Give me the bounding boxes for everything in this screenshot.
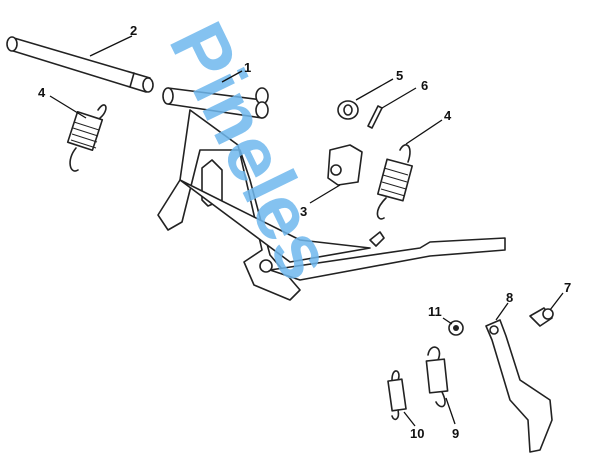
- watermark: Pineles: [153, 9, 352, 293]
- part-6-cotter-pin: [367, 105, 383, 129]
- svg-text:Pineles: Pineles: [153, 9, 352, 293]
- part-5-washer: [337, 100, 359, 120]
- part-2-pivot-shaft: [6, 36, 154, 93]
- part-4-spring-left: [66, 104, 107, 172]
- label-2: 2: [130, 23, 137, 38]
- leader-lines: [49, 35, 564, 427]
- part-10-spring: [387, 370, 407, 421]
- label-6: 6: [421, 78, 428, 93]
- label-7: 7: [564, 280, 571, 295]
- part-4-spring-right: [376, 144, 414, 220]
- part-11-nut: [448, 320, 464, 336]
- part-3-rubber-stopper: [327, 144, 363, 186]
- part-7-bolt: [529, 307, 554, 327]
- part-1-main-stand: [157, 87, 506, 301]
- label-9: 9: [452, 426, 459, 441]
- label-5: 5: [396, 68, 403, 83]
- part-9-spring: [425, 346, 449, 408]
- label-8: 8: [506, 290, 513, 305]
- label-3: 3: [300, 204, 307, 219]
- callout-labels: 1 2 3 4 4 5 6 7 8 9 10 11: [38, 23, 571, 441]
- label-11: 11: [428, 304, 442, 319]
- part-8-side-stand: [485, 319, 553, 453]
- label-4-left: 4: [38, 85, 46, 100]
- label-10: 10: [410, 426, 424, 441]
- label-1: 1: [244, 60, 251, 75]
- label-4-right: 4: [444, 108, 452, 123]
